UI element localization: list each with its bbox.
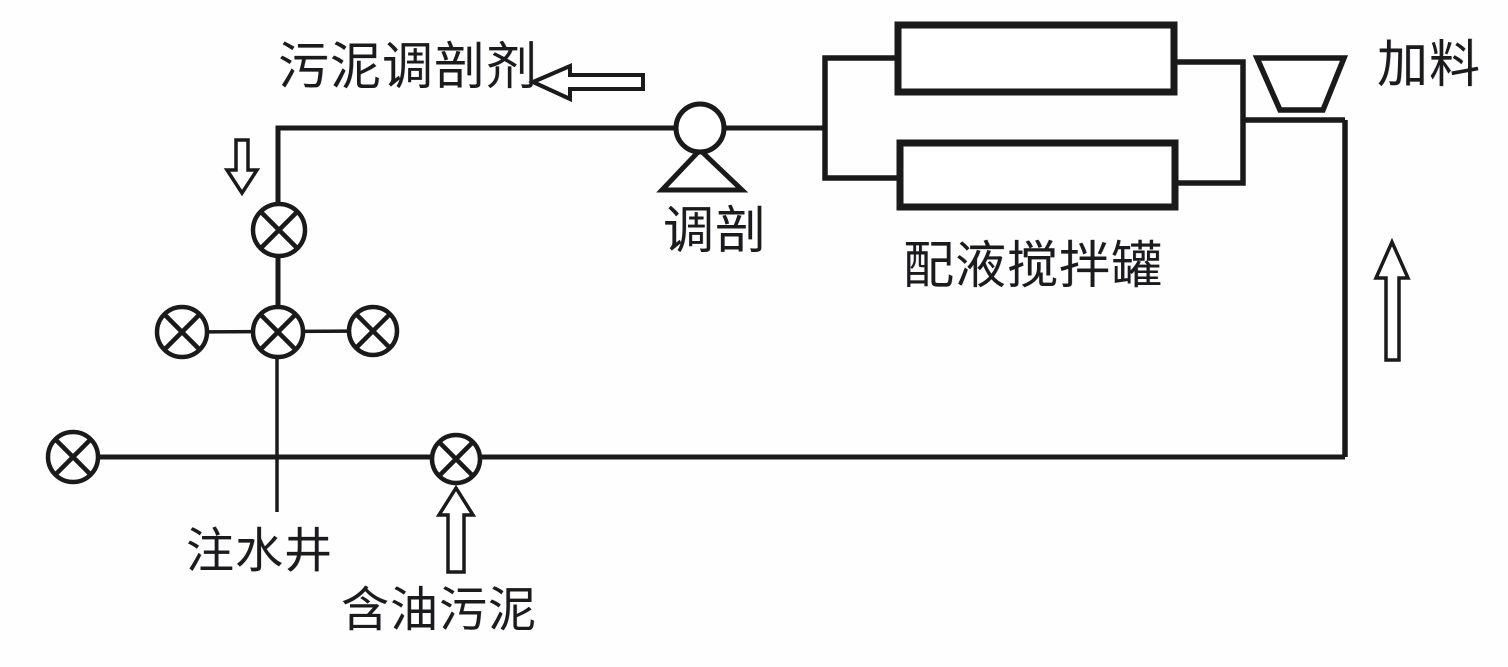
mixing-tank-bottom (896, 139, 1179, 211)
pump-label: 调剖 (663, 204, 768, 260)
flow-arrow-up-right-icon (1373, 237, 1411, 362)
tank-outlet-manifold (1174, 59, 1246, 186)
mixing-tank-top (894, 21, 1178, 96)
valve-wellhead-left-icon (154, 304, 210, 360)
tank-inlet-manifold (822, 55, 900, 181)
pipe-agent-line (275, 125, 826, 332)
valve-sludge-inlet-icon (429, 432, 483, 486)
flow-arrow-up-sludge-icon (435, 484, 477, 574)
flow-arrow-down-icon (223, 138, 261, 197)
oily-sludge-label: 含油污泥 (341, 584, 538, 637)
injection-well-label: 注水井 (186, 525, 334, 578)
valve-bottom-left-icon (45, 429, 101, 485)
sludge-agent-label: 污泥调剖剂 (278, 40, 539, 96)
valve-wellhead-center-icon (250, 304, 306, 360)
pump-base (656, 146, 749, 193)
mixing-tank-label: 配液搅拌罐 (903, 239, 1164, 295)
pump-icon (656, 101, 749, 193)
hopper-icon (1252, 55, 1349, 113)
feed-label: 加料 (1377, 38, 1482, 94)
flow-arrow-left-icon (528, 62, 645, 103)
valve-wellhead-right-icon (346, 304, 400, 358)
valve-top-icon (250, 201, 308, 259)
pump-body (673, 101, 727, 155)
